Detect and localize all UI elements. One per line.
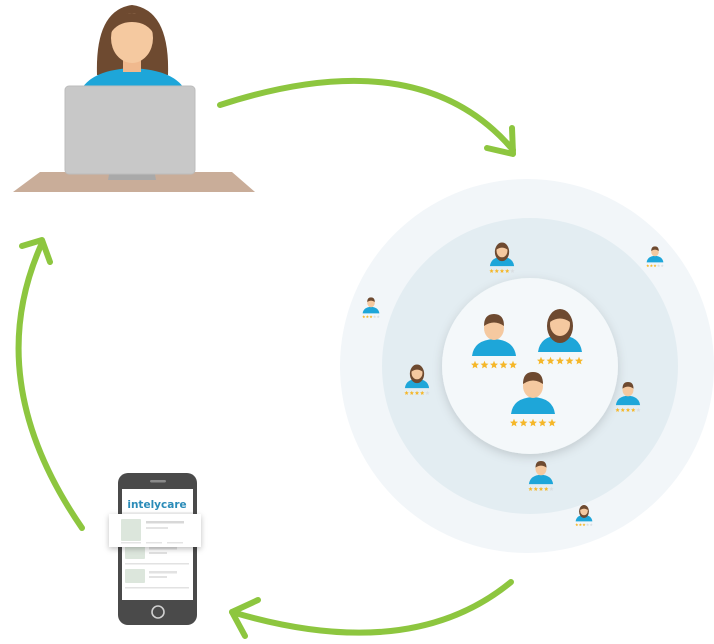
- star-filled-icon: [365, 315, 369, 319]
- star-filled-icon: [565, 356, 574, 365]
- star-filled-icon: [649, 264, 653, 268]
- star-rating: [362, 315, 380, 319]
- star-filled-icon: [519, 418, 528, 427]
- star-filled-icon: [505, 268, 510, 273]
- star-filled-icon: [538, 418, 547, 427]
- star-filled-icon: [646, 264, 650, 268]
- star-empty-icon: [425, 390, 430, 395]
- curved-arrow-icon: [15, 237, 85, 531]
- star-filled-icon: [499, 268, 505, 273]
- star-rating: [404, 390, 430, 395]
- star-filled-icon: [625, 407, 631, 412]
- brand-logo: intelycare: [127, 499, 186, 511]
- star-rating: [489, 268, 515, 273]
- curved-arrow-icon: [217, 77, 516, 157]
- star-filled-icon: [620, 407, 625, 412]
- star-rating: [615, 407, 641, 412]
- star-filled-icon: [537, 356, 545, 365]
- nurse-at-computer-icon: [13, 5, 255, 192]
- star-filled-icon: [409, 390, 414, 395]
- star-rating: [537, 356, 583, 365]
- star-filled-icon: [420, 390, 425, 395]
- star-filled-icon: [494, 268, 499, 273]
- caregiver-avatar: [615, 382, 641, 412]
- star-empty-icon: [636, 407, 641, 412]
- star-rating: [646, 264, 664, 268]
- star-rating: [528, 486, 554, 491]
- star-filled-icon: [369, 315, 373, 319]
- star-filled-icon: [499, 360, 508, 369]
- star-filled-icon: [556, 356, 564, 365]
- star-empty-icon: [373, 315, 377, 319]
- star-empty-icon: [549, 486, 554, 491]
- star-filled-icon: [490, 360, 498, 369]
- star-filled-icon: [582, 523, 586, 527]
- star-filled-icon: [509, 360, 517, 369]
- star-filled-icon: [548, 418, 556, 427]
- star-empty-icon: [376, 315, 380, 319]
- star-empty-icon: [589, 523, 593, 527]
- star-filled-icon: [615, 407, 620, 412]
- caregiver-avatar: [510, 372, 556, 427]
- star-filled-icon: [529, 418, 537, 427]
- curved-arrow-icon: [229, 579, 514, 639]
- star-rating: [471, 360, 517, 369]
- caregiver-avatar: [646, 246, 664, 268]
- star-filled-icon: [575, 356, 583, 365]
- star-filled-icon: [471, 360, 479, 369]
- rated-caregivers-pool-icon: [340, 179, 714, 553]
- mobile-app-icon: intelycare: [109, 473, 201, 625]
- star-filled-icon: [544, 486, 549, 491]
- caregiver-avatar: [362, 297, 380, 319]
- caregiver-avatar: [471, 314, 517, 369]
- star-filled-icon: [404, 390, 409, 395]
- star-empty-icon: [586, 523, 590, 527]
- star-empty-icon: [510, 268, 515, 273]
- star-filled-icon: [533, 486, 538, 491]
- caregiver-avatar: [528, 461, 554, 491]
- star-empty-icon: [657, 264, 661, 268]
- star-filled-icon: [575, 523, 579, 527]
- star-filled-icon: [631, 407, 636, 412]
- caregiver-avatar: [575, 505, 593, 527]
- star-filled-icon: [546, 356, 555, 365]
- star-filled-icon: [578, 523, 582, 527]
- star-filled-icon: [538, 486, 544, 491]
- caregiver-avatar: [537, 309, 583, 365]
- star-filled-icon: [480, 360, 489, 369]
- star-filled-icon: [489, 268, 494, 273]
- caregiver-avatar: [404, 364, 430, 395]
- caregiver-avatar: [489, 242, 515, 273]
- inner-circle: [442, 278, 618, 454]
- star-filled-icon: [528, 486, 533, 491]
- star-filled-icon: [653, 264, 657, 268]
- star-filled-icon: [510, 418, 518, 427]
- star-filled-icon: [362, 315, 366, 319]
- star-empty-icon: [660, 264, 664, 268]
- star-rating: [510, 418, 556, 427]
- star-rating: [575, 523, 593, 527]
- star-filled-icon: [414, 390, 420, 395]
